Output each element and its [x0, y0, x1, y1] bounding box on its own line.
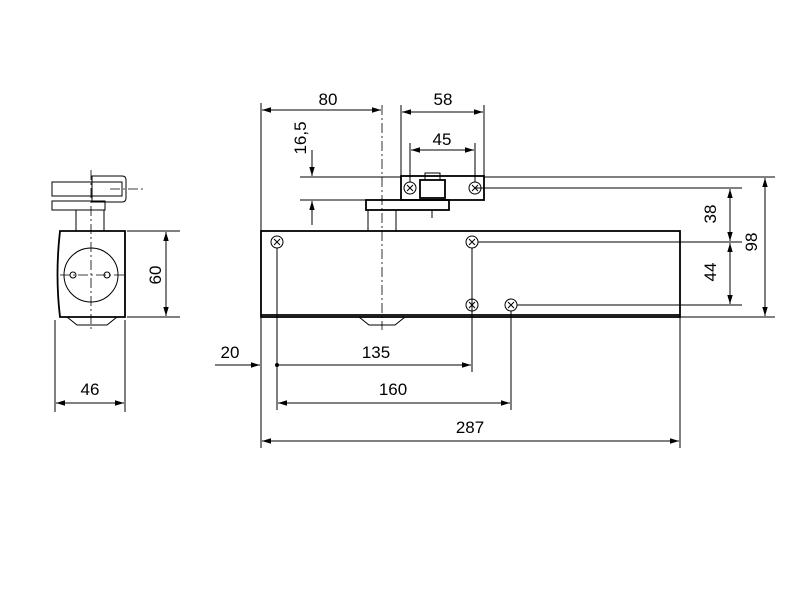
dim-60-label: 60 — [146, 266, 165, 285]
dim-45-label: 45 — [433, 130, 452, 149]
arm-plate — [365, 199, 450, 211]
dim-16-5-label: 16,5 — [291, 121, 310, 154]
screw-icon — [504, 298, 518, 312]
dim-20-label: 20 — [221, 343, 240, 362]
side-body — [56, 230, 126, 318]
dim-80-label: 80 — [319, 90, 338, 109]
dim-160-label: 160 — [379, 380, 407, 399]
dim-44-label: 44 — [701, 263, 720, 282]
closer-body — [260, 230, 681, 318]
dim-38-label: 38 — [701, 205, 720, 224]
screw-icon — [403, 181, 417, 195]
dim-98-label: 98 — [742, 233, 761, 252]
side-view: 60 46 — [51, 170, 180, 412]
front-view: 80 58 45 16,5 38 44 98 20 135 160 287 — [215, 90, 775, 448]
side-arm — [51, 181, 123, 197]
roller — [419, 179, 446, 199]
screw-icon — [270, 235, 284, 249]
side-clip — [91, 175, 127, 203]
screw-icon — [465, 235, 479, 249]
dim-46-label: 46 — [81, 380, 100, 399]
dim-58-label: 58 — [434, 90, 453, 109]
dim-287-label: 287 — [456, 418, 484, 437]
dim-135-label: 135 — [362, 343, 390, 362]
